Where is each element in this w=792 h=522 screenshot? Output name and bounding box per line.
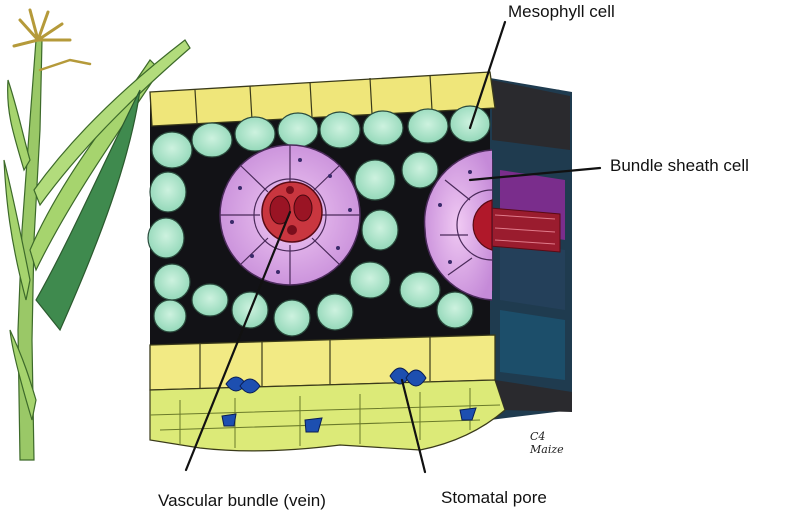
bundle-sheath-right [423,149,493,301]
maize-plant-illustration [3,8,191,461]
leader-lines [184,20,602,474]
lower-tissue [149,379,506,452]
label-bundle-sheath-cell: Bundle sheath cell [610,156,749,175]
leaf-section [147,71,572,452]
leader-bundle-sheath [468,166,602,182]
vascular-bundle-vein [261,181,323,243]
artist-note: C4 Maize [530,430,564,456]
mesophyll-cells [147,105,491,337]
label-mesophyll-cell: Mesophyll cell [508,2,615,21]
bundle-sheath-left [219,144,361,286]
artist-note-line1: C4 [530,430,546,443]
stomata [221,367,477,433]
upper-epidermis [149,71,496,127]
artist-note-line2: Maize [530,443,564,456]
label-stomatal-pore: Stomatal pore [441,488,547,507]
leader-stomatal-pore [400,378,427,474]
label-vascular-bundle: Vascular bundle (vein) [158,491,326,510]
leader-mesophyll [468,20,507,130]
leader-vascular-bundle [184,210,292,472]
